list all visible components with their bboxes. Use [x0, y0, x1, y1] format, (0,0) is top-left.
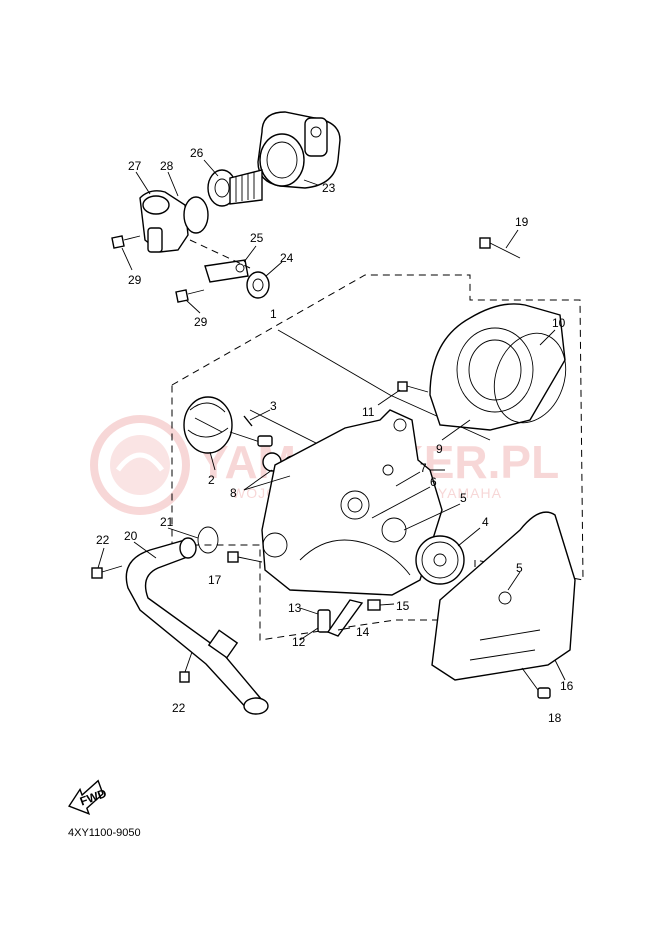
- thermostat-26: [207, 169, 263, 207]
- callouts: 27 28 26 23 25 24 29 29 19 1 10 11 9 3 2…: [96, 146, 574, 725]
- bolt-19: [479, 237, 521, 259]
- gear-4: [415, 535, 465, 585]
- callout-25: 25: [250, 231, 264, 245]
- callout-13: 13: [288, 601, 302, 615]
- bolt-29-lower: [175, 289, 205, 303]
- callout-19: 19: [515, 215, 529, 229]
- callout-17: 17: [208, 573, 222, 587]
- drawing-code: 4XY1100-9050: [68, 827, 141, 839]
- hose-14: [326, 599, 364, 637]
- bolt-17: [227, 551, 263, 563]
- collar-24: [246, 271, 270, 299]
- callout-28: 28: [160, 159, 174, 173]
- union-15: [367, 599, 381, 611]
- callout-1: 1: [270, 307, 277, 321]
- bolt-22-lower: [179, 651, 193, 683]
- bolt-18: [521, 667, 551, 699]
- assembly-boundary: [171, 274, 584, 641]
- fwd-label: FWD: [78, 786, 109, 809]
- assembly-leader: [277, 329, 293, 339]
- callout-12: 12: [292, 635, 306, 649]
- case-body: [261, 409, 443, 596]
- callout-22-upper: 22: [96, 533, 110, 547]
- bolt-11: [397, 381, 429, 393]
- callout-24: 24: [280, 251, 294, 265]
- callout-5-cover: 5: [516, 561, 523, 575]
- callout-9: 9: [436, 442, 443, 456]
- callout-11: 11: [362, 405, 375, 419]
- thermostat-housing-23: [257, 111, 341, 189]
- bolt-22-upper: [91, 565, 123, 579]
- o-ring-21: [197, 526, 219, 554]
- watermark-logo-icon: [90, 415, 190, 515]
- callout-26: 26: [190, 146, 204, 160]
- callout-23: 23: [322, 181, 336, 195]
- callout-22-lower: 22: [172, 701, 186, 715]
- pin-3: [243, 415, 253, 427]
- cover-16: [431, 511, 576, 681]
- callout-27: 27: [128, 159, 142, 173]
- fitting-12: [317, 609, 331, 633]
- callout-5: 5: [460, 491, 467, 505]
- callout-21: 21: [160, 515, 174, 529]
- fwd-arrow-icon: FWD: [68, 779, 109, 816]
- impeller-2: [183, 396, 273, 454]
- callout-20: 20: [124, 529, 138, 543]
- callout-6: 6: [430, 475, 437, 489]
- callout-3: 3: [270, 399, 277, 413]
- pipe-20: [125, 537, 269, 715]
- gasket-10: [493, 332, 567, 424]
- callout-29-lower: 29: [194, 315, 208, 329]
- callout-14: 14: [356, 625, 370, 639]
- callout-18: 18: [548, 711, 562, 725]
- leader-lines: [97, 159, 566, 681]
- callout-10: 10: [552, 316, 566, 330]
- bracket-25: [204, 259, 249, 283]
- callout-7: 7: [420, 461, 427, 475]
- callout-4: 4: [482, 515, 489, 529]
- callout-29-upper: 29: [128, 273, 142, 287]
- callout-8: 8: [230, 486, 237, 500]
- bolt-29-upper: [111, 235, 141, 249]
- thermostat-cover-27: [139, 190, 209, 253]
- callout-16: 16: [560, 679, 574, 693]
- callout-15: 15: [396, 599, 410, 613]
- callout-2: 2: [208, 473, 215, 487]
